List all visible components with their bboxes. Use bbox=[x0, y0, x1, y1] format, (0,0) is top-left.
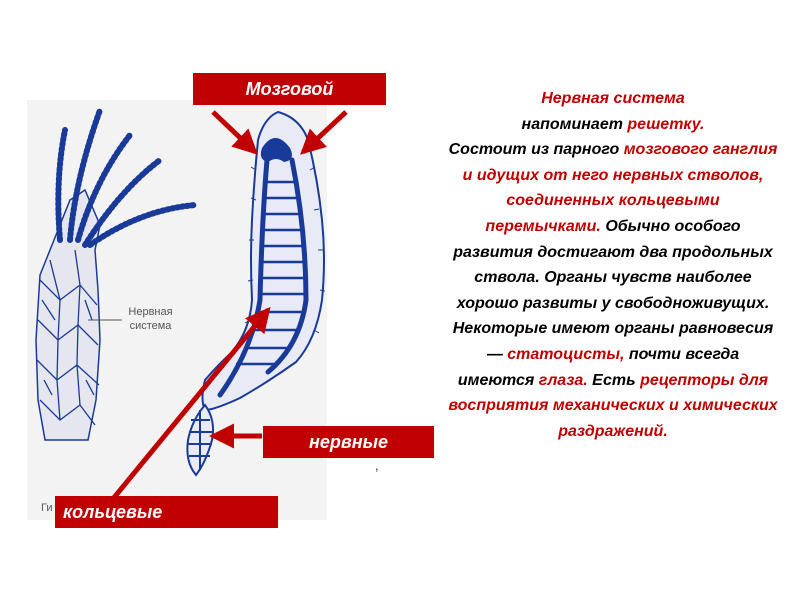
text-ganglion-trunks: мозгового ганглия и идущих от него нервн… bbox=[462, 141, 778, 235]
text-eyes: глаза. bbox=[538, 371, 588, 389]
arrow-brain-right bbox=[300, 110, 348, 155]
flatworm-head-ganglion bbox=[260, 138, 292, 162]
flatworm-figure bbox=[186, 110, 326, 477]
text-consists: Состоит из парного bbox=[448, 141, 620, 159]
flatworm-ring-commissures bbox=[236, 180, 305, 366]
label-ring-commissures: кольцевые bbox=[55, 496, 278, 528]
text-there-are: Есть bbox=[592, 371, 641, 389]
hydra-tentacles bbox=[55, 107, 198, 248]
text-almost-always: почти всегда имеются bbox=[457, 345, 740, 389]
text-development-senses: Обычно особого развития достигают два пр… bbox=[452, 217, 774, 363]
hydra-figure bbox=[35, 107, 198, 441]
figure-caption-fragment: Ги bbox=[41, 502, 53, 514]
text-nervous-system: Нервная система bbox=[541, 90, 685, 107]
label-brain-ganglion: Мозговой bbox=[193, 73, 386, 105]
text-resembles: напоминает bbox=[521, 115, 628, 133]
flatworm-nerve-cords bbox=[217, 157, 309, 398]
stray-mark: , bbox=[375, 458, 379, 473]
arrow-ring bbox=[110, 306, 271, 502]
flatworm-tail-nerves bbox=[188, 410, 212, 470]
description-text: Нервная система напоминает решетку. Сост… bbox=[448, 86, 778, 600]
arrow-brain-left bbox=[211, 110, 258, 155]
annotation-arrows bbox=[110, 110, 348, 502]
hydra-body bbox=[35, 188, 101, 441]
hydra-caption-line2: система bbox=[129, 320, 172, 332]
text-statocysts: статоцисты, bbox=[507, 345, 625, 363]
hydra-nervous-system-caption: Нервная система bbox=[113, 305, 188, 333]
text-receptors: рецепторы для восприятия механических и … bbox=[448, 371, 778, 440]
hydra-caption-line1: Нервная bbox=[128, 306, 173, 318]
hydra-nerve-net bbox=[36, 249, 100, 426]
text-lattice: решетку. bbox=[627, 115, 705, 133]
label-nerve-trunks: нервные bbox=[263, 426, 434, 458]
